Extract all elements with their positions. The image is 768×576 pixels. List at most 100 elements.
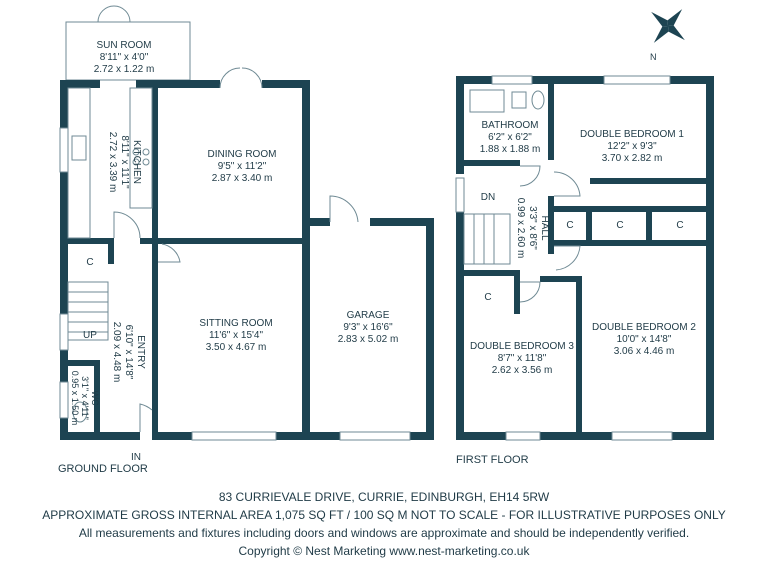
wall	[456, 76, 714, 84]
wall	[586, 206, 592, 246]
bedroom-2-metric: 3.06 x 4.46 m	[614, 346, 675, 357]
cupboard-label: C	[616, 220, 623, 231]
sitting-room-metric: 3.50 x 4.67 m	[206, 342, 267, 353]
first-floor-title: FIRST FLOOR	[456, 454, 529, 466]
kitchen-imperial: 8'11" x 11'1"	[119, 135, 130, 189]
bathroom-imperial: 6'2" x 6'2"	[488, 132, 532, 143]
wc-metric: 0.95 x 1.50 m	[70, 371, 80, 426]
bedroom-3-metric: 2.62 x 3.56 m	[492, 365, 553, 376]
wall	[310, 218, 330, 226]
disclaimer-line: All measurements and fixtures including …	[78, 526, 690, 540]
cupboard-label: C	[566, 220, 573, 231]
bathroom-metric: 1.88 x 1.88 m	[480, 144, 541, 155]
wall	[60, 80, 100, 88]
stairs-up-label: UP	[83, 330, 97, 341]
sun-room-outline	[65, 21, 191, 81]
bedroom-3-name: DOUBLE BEDROOM 3	[470, 341, 574, 352]
dining-room-name: DINING ROOM	[208, 149, 277, 160]
bedroom-2-imperial: 10'0" x 14'8"	[617, 334, 672, 345]
ground-floor-plan	[59, 5, 434, 441]
toilet-icon	[72, 401, 88, 423]
window	[455, 177, 465, 213]
wall	[108, 244, 114, 264]
window	[491, 75, 533, 85]
bedroom-1-metric: 3.70 x 2.82 m	[602, 153, 663, 164]
bathroom-name: BATHROOM	[481, 120, 538, 131]
dining-door-icon	[219, 67, 263, 89]
wc-imperial: 3'1" x 4'11"	[80, 376, 90, 420]
window	[59, 381, 69, 419]
dining-room-metric: 2.87 x 3.40 m	[212, 173, 273, 184]
window	[59, 127, 69, 173]
kitchen-door-icon	[113, 211, 141, 239]
window	[611, 431, 673, 441]
wall	[60, 432, 140, 440]
entry-name: ENTRY	[135, 335, 146, 369]
kitchen-counter	[129, 87, 153, 209]
garage-imperial: 9'3" x 16'6"	[343, 322, 393, 333]
wall	[514, 270, 520, 314]
wall	[140, 238, 154, 244]
wall	[548, 206, 706, 212]
bath-icon	[469, 89, 505, 113]
window	[505, 431, 541, 441]
north-label: N	[650, 52, 657, 62]
sun-room-metric: 2.72 x 1.22 m	[94, 64, 155, 75]
cupboard-label: C	[86, 257, 93, 268]
stairs	[463, 213, 511, 265]
bathroom-door-icon	[519, 165, 541, 187]
entrance-label: IN	[131, 452, 141, 463]
garage-door	[339, 431, 411, 441]
compass-icon: N	[650, 9, 685, 62]
sun-room-imperial: 8'11" x 4'0"	[100, 52, 149, 63]
copyright-line: Copyright © Nest Marketing www.nest-mark…	[238, 544, 530, 558]
kitchen-metric: 2.72 x 3.39 m	[107, 132, 118, 193]
wall	[426, 218, 434, 440]
wall	[706, 76, 714, 440]
dining-room-imperial: 9'5" x 11'2"	[218, 161, 267, 172]
sitting-room-name: SITTING ROOM	[199, 318, 272, 329]
toilet-icon	[531, 90, 545, 110]
bedroom-3-imperial: 8'7" x 11'8"	[498, 353, 547, 364]
bedroom-2-name: DOUBLE BEDROOM 2	[592, 322, 696, 333]
bedroom-1-door-icon	[553, 171, 581, 197]
cupboard-label: C	[676, 220, 683, 231]
first-floor-plan	[455, 75, 714, 441]
wall	[576, 276, 582, 432]
window	[191, 431, 277, 441]
sun-room-name: SUN ROOM	[97, 40, 152, 51]
hall-name: HALL	[539, 215, 550, 240]
hall-metric: 0.99 x 2.60 m	[515, 198, 526, 259]
wall	[540, 276, 580, 282]
wall	[276, 432, 340, 440]
basin-icon	[511, 91, 527, 109]
wall	[646, 206, 652, 246]
address-line: 83 CURRIEVALE DRIVE, CURRIE, EDINBURGH, …	[218, 490, 550, 504]
hob-icon	[132, 148, 150, 166]
wall	[464, 270, 514, 276]
bedroom-1-imperial: 12'2" x 9'3"	[607, 141, 657, 152]
area-line: APPROXIMATE GROSS INTERNAL AREA 1,075 SQ…	[42, 508, 726, 522]
ground-floor-title: GROUND FLOOR	[58, 463, 148, 475]
wall	[262, 80, 310, 88]
wall	[370, 218, 432, 226]
wall	[152, 262, 158, 432]
bedroom-2-door-icon	[554, 245, 581, 271]
wall	[302, 80, 310, 440]
wc-name: WC	[90, 391, 100, 406]
wall	[60, 80, 68, 440]
wall	[68, 360, 100, 366]
bedroom-3-door-icon	[519, 281, 541, 303]
kitchen-counter	[67, 87, 91, 239]
sink-icon	[71, 135, 87, 161]
wall	[152, 432, 192, 440]
garage-metric: 2.83 x 5.02 m	[338, 334, 399, 345]
window	[603, 75, 671, 85]
sitting-room-imperial: 11'6" x 15'4"	[209, 330, 264, 341]
wall	[590, 178, 706, 184]
wall	[94, 366, 100, 432]
sun-room-door-icon	[97, 5, 131, 23]
bedroom-1-name: DOUBLE BEDROOM 1	[580, 129, 684, 140]
entry-door-icon	[139, 403, 153, 432]
stairs-down-label: DN	[481, 192, 495, 203]
